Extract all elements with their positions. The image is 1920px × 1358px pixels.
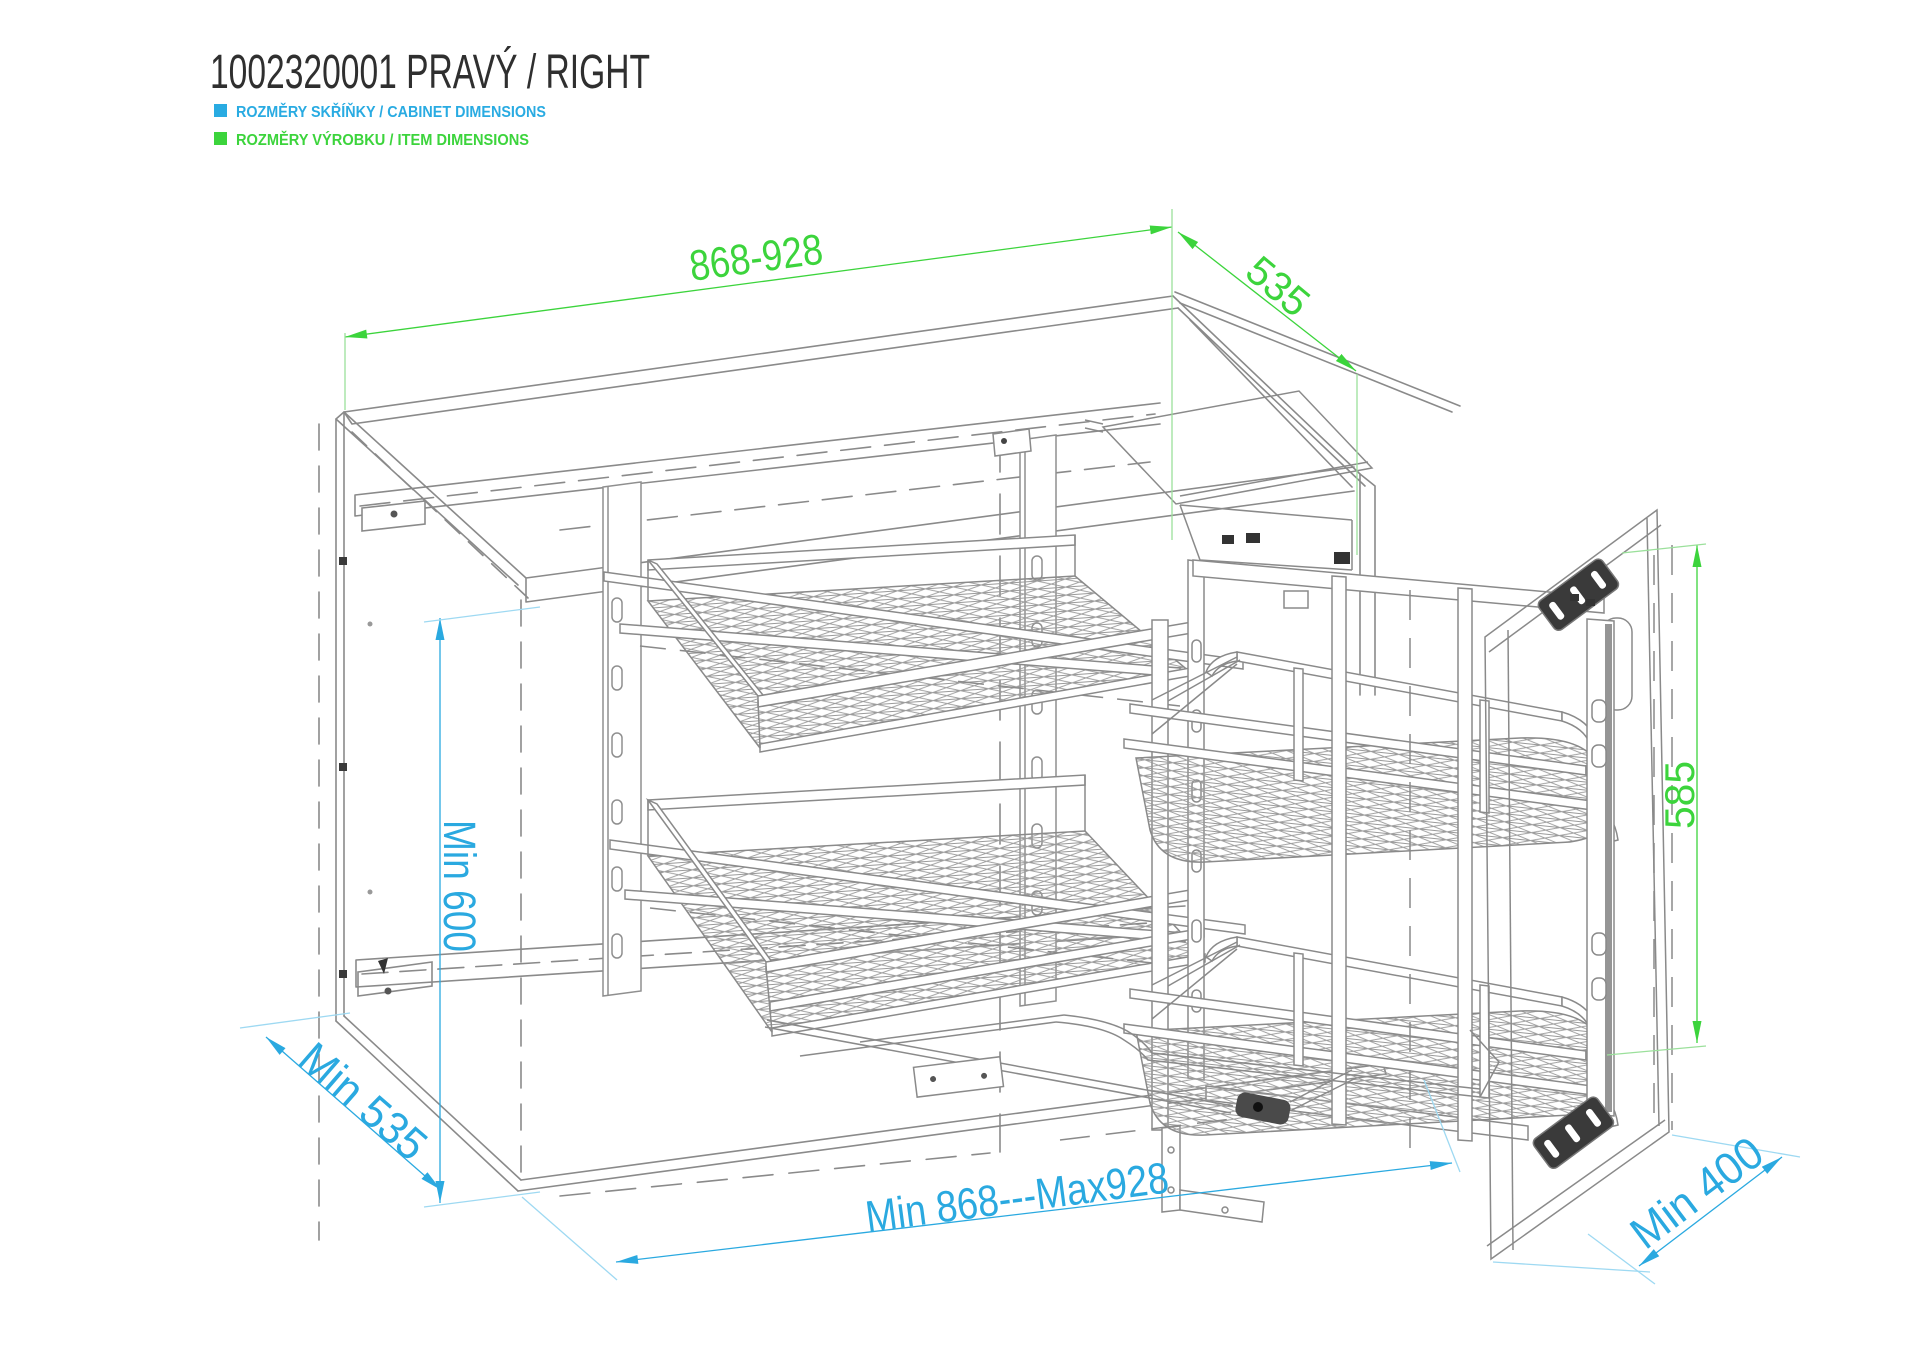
svg-text:ROZMĚRY VÝROBKU / ITEM DIMENSI: ROZMĚRY VÝROBKU / ITEM DIMENSIONS — [236, 130, 529, 149]
svg-text:ROZMĚRY SKŘÍŇKY / CABINET DIME: ROZMĚRY SKŘÍŇKY / CABINET DIMENSIONS — [236, 102, 546, 121]
svg-text:1002320001 PRAVÝ / RIGHT: 1002320001 PRAVÝ / RIGHT — [210, 46, 650, 99]
svg-text:Min 600: Min 600 — [434, 820, 485, 952]
svg-text:585: 585 — [1656, 761, 1703, 829]
